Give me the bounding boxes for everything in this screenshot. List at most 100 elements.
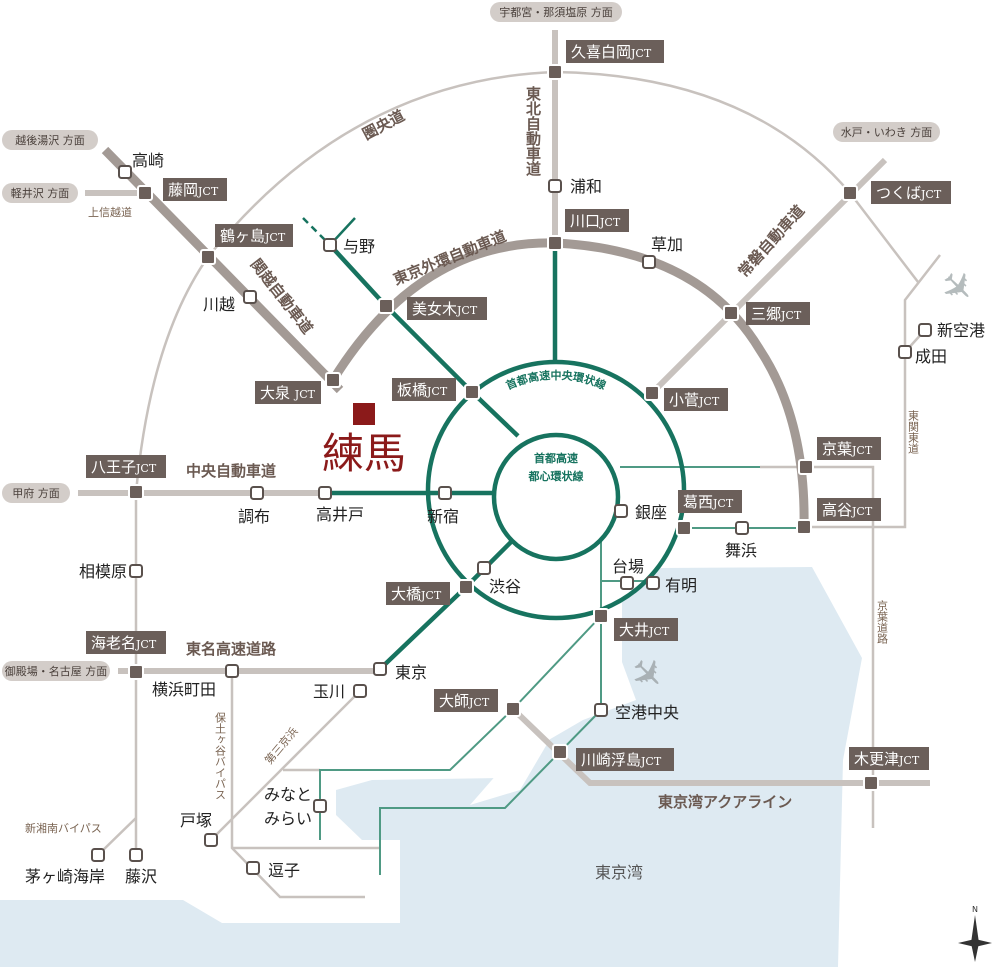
road-shinshonan: 新湘南バイパス [25,821,102,835]
station-label: 浦和 [570,177,602,196]
station-marker [898,345,912,359]
station-marker [438,486,452,500]
jct-marker [200,249,216,265]
road-tohoku: 東北自動車道 [524,85,542,176]
station-marker [91,848,105,862]
jct-label: 美女木JCT [407,297,487,320]
jct-marker [552,744,568,760]
station-marker [204,833,218,847]
jct-marker [325,372,341,388]
station-label: 川越 [203,295,235,314]
svg-text:板橋JCT: 板橋JCT [397,381,448,399]
jct-marker [505,701,521,717]
svg-text:大橋JCT: 大橋JCT [391,585,442,603]
jct-marker [676,520,692,536]
land-kawasaki [470,722,560,805]
destination-label: 御殿場・名古屋 方面 [5,664,108,678]
jct-label: 海老名JCT [86,631,166,654]
home-marker [353,403,375,425]
jct-marker [842,185,858,201]
svg-text:つくばJCT: つくばJCT [876,184,942,202]
road-chuo-kanjo: 首都高速中央環状線 [504,368,608,392]
destination-pill: 水戸・いわき 方面 [833,122,940,142]
jct-marker [796,519,812,535]
road-daisan-keihin: 第三京浜 [262,724,301,767]
destination-pill: 御殿場・名古屋 方面 [2,661,110,681]
station-label: 成田 [915,347,947,366]
station-label: 逗子 [268,861,300,880]
jct-label: 川崎浮島JCT [576,748,674,771]
svg-text:京葉JCT: 京葉JCT [822,440,873,458]
jct-label: 京葉JCT [817,437,881,460]
station-marker [642,255,656,269]
svg-text:久喜白岡JCT: 久喜白岡JCT [571,43,652,61]
jct-label: 八王子JCT [86,455,166,478]
svg-text:川崎浮島JCT: 川崎浮島JCT [581,751,662,769]
road-joban: 常磐自動車道 [735,202,809,281]
svg-text:三郷JCT: 三郷JCT [751,305,802,323]
jct-label: 川口JCT [565,209,629,232]
station-label: 戸塚 [180,811,212,830]
station-label: 新空港 [937,321,985,340]
jct-marker [547,235,563,251]
road-aqualine: 東京湾アクアライン [658,793,792,811]
station-marker [118,165,132,179]
station-marker [477,561,491,575]
jct-marker [644,385,660,401]
destination-label: 越後湯沢 方面 [15,133,85,147]
station-label: 相模原 [79,562,127,581]
jct-label: 大師JCT [434,689,498,712]
destination-label: 軽井沢 方面 [11,186,70,200]
jct-label: 小菅JCT [664,388,728,411]
jct-marker [128,484,144,500]
bay-label: 東京湾 [595,863,643,882]
station-label: 銀座 [635,503,667,522]
jct-label: 大泉 JCT [255,381,321,404]
destination-label: 宇都宮・那須塩原 方面 [499,5,613,19]
destination-pill: 軽井沢 方面 [2,183,78,203]
jct-label: 大井JCT [614,618,678,641]
airplane-icon: ✈ [929,260,985,316]
jct-marker [723,305,739,321]
station-marker [250,486,264,500]
station-marker [323,238,337,252]
station-label: 空港中央 [615,703,679,722]
svg-text:川口JCT: 川口JCT [570,212,621,230]
station-label: 高井戸 [316,505,364,524]
svg-text:藤岡JCT: 藤岡JCT [168,181,219,199]
jct-marker [378,298,394,314]
station-marker [594,703,608,717]
jct-marker [593,608,609,624]
station-label: みなと [264,785,312,804]
jct-label: 三郷JCT [746,302,810,325]
station-label: 与野 [343,237,375,256]
station-label: 新宿 [427,507,459,526]
station-label: 玉川 [313,682,345,701]
jct-marker [863,775,879,791]
station-label: 横浜町田 [152,680,216,699]
road-higashikanto: 東関東道 [907,410,920,454]
road-toshin-2: 都心環状線 [528,469,584,483]
road-gaikan: 東京外環自動車道 [391,227,509,289]
svg-text:大泉 JCT: 大泉 JCT [260,384,316,402]
destination-pill: 宇都宮・那須塩原 方面 [490,2,622,22]
svg-text:美女木JCT: 美女木JCT [412,300,478,318]
jct-marker [128,664,144,680]
svg-text:葛西JCT: 葛西JCT [683,493,734,511]
station-marker [225,664,239,678]
svg-text:大井JCT: 大井JCT [619,621,670,639]
station-marker [129,564,143,578]
station-label: 調布 [238,507,270,526]
station-label: 有明 [665,576,697,595]
road-chuo: 中央自動車道 [186,462,276,480]
road-toshin-1: 首都高速 [534,451,578,465]
jct-label: 高谷JCT [817,498,881,521]
station-marker [373,662,387,676]
svg-text:N: N [972,905,978,914]
destination-label: 水戸・いわき 方面 [841,125,933,139]
station-label: 高崎 [132,151,164,170]
station-label: 渋谷 [489,577,521,596]
station-marker [353,684,367,698]
station-marker [246,861,260,875]
